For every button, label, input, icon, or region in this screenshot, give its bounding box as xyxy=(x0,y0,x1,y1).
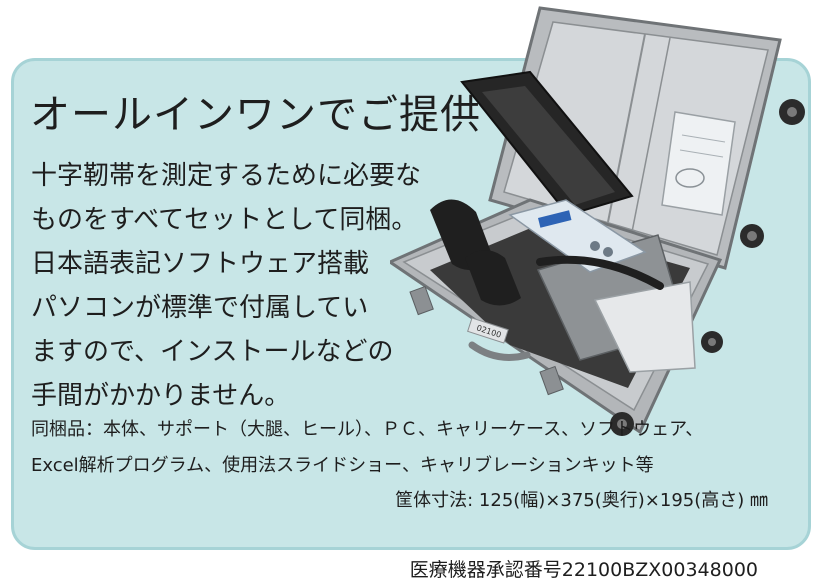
approval-number: 医療機器承認番号22100BZX00348000 xyxy=(409,559,758,581)
contents-line-2: Excel解析プログラム、使用法スライドショー、キャリブレーションキット等 xyxy=(31,455,654,476)
description-line-5: ますので、インストールなどの xyxy=(31,337,394,367)
description-line-6: 手間がかかりません。 xyxy=(31,381,291,411)
product-photo: 02100 xyxy=(386,0,818,440)
description: 十字靭帯を測定するために必要な ものをすべてセットとして同梱。 日本語表記ソフト… xyxy=(31,154,421,418)
description-line-1: 十字靭帯を測定するために必要な xyxy=(31,161,422,191)
package-contents: 同梱品：本体、サポート（大腿、ヒール）、ＰＣ、キャリーケース、ソフトウェア、 E… xyxy=(31,412,703,484)
description-line-3: 日本語表記ソフトウェア搭載 xyxy=(31,249,370,279)
contents-line-1: 同梱品：本体、サポート（大腿、ヒール）、ＰＣ、キャリーケース、ソフトウェア、 xyxy=(31,419,704,440)
description-line-4: パソコンが標準で付属してい xyxy=(31,293,369,323)
headline: オールインワンでご提供 xyxy=(30,92,481,138)
carry-case-illustration: 02100 xyxy=(386,6,805,436)
description-line-2: ものをすべてセットとして同梱。 xyxy=(31,205,418,235)
dimensions-text: 筐体寸法: 125(幅)×375(奥行)×195(高さ) ㎜ xyxy=(395,490,768,511)
